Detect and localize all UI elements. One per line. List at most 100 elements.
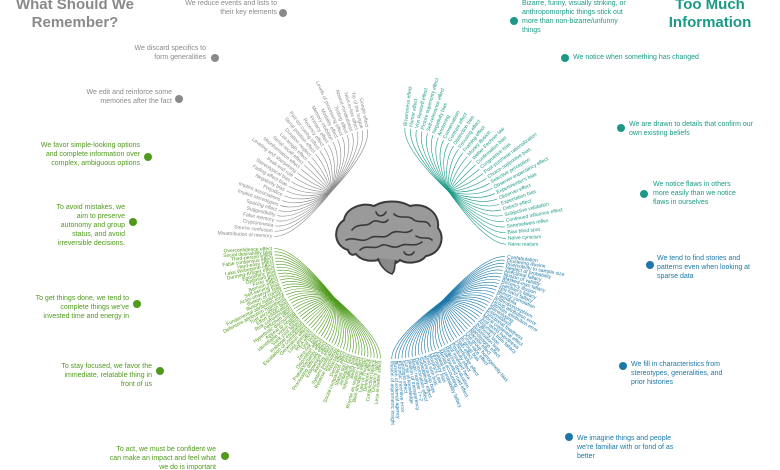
note-dot [211,54,219,62]
branch-line [286,290,334,298]
branch-line [435,137,450,192]
brain-icon [335,200,443,275]
branch-line [294,296,334,309]
bias-label: Source confusion [234,224,273,234]
branch-line [440,300,449,344]
branch-line [448,191,506,233]
branch-line [283,286,335,298]
branch-line [289,294,334,301]
branch-line [274,254,335,298]
branch-line [330,137,345,192]
branch-line [405,300,443,358]
branch-line [414,300,443,357]
branch-line [442,300,480,317]
branch-line [281,191,332,204]
branch-line [274,251,335,298]
note-dot [565,433,573,441]
bias-label: Spotlight effect [399,360,408,394]
bias-label: Semmelweis reflex [506,218,549,230]
branch-line [330,130,363,193]
branch-line [274,191,332,232]
note-info-confirm: We are drawn to details that confirm our… [629,121,753,137]
branch-line [310,297,335,329]
branch-line [315,297,335,333]
title-too-much-information: Too Much Information [668,0,752,31]
note-memory-edit: We edit and reinforce some memories afte… [86,89,172,105]
branch-line [318,297,335,335]
branch-line [319,150,332,192]
branch-line [418,300,443,356]
branch-line [415,129,450,193]
branch-line [437,300,443,347]
branch-line [441,300,468,330]
branch-line [420,131,450,193]
branch-line [287,292,334,298]
bias-label: Extrinsic incentive error [395,360,405,413]
branch-line [448,188,493,195]
bias-label: Social desirability bias [223,249,273,259]
branch-line [304,164,332,193]
branch-line [304,296,335,322]
note-dot [617,124,625,132]
branch-line [274,257,335,298]
note-info-bizarre: Bizarre, funny, visually striking, or an… [522,0,626,34]
branch-line [408,300,443,358]
bias-label: Naive cynicism [508,234,542,241]
branch-line [398,300,443,359]
branch-line [442,300,482,315]
branch-line [275,263,335,298]
branch-line [294,177,332,193]
note-action-avoid-mistakes: To avoid mistakes, we aim to preserve au… [56,204,125,247]
bias-label: Less-is-better effect [374,360,384,405]
branch-line [292,296,334,307]
branch-line [276,191,332,222]
bias-label: Occam's razor [371,360,381,393]
branch-line [330,131,359,193]
note-dot [129,218,137,226]
branch-line [442,300,478,320]
bias-label: Clustering illusion [506,258,546,270]
note-action-simple: We favor simple-looking options and comp… [40,142,140,167]
branch-line [280,191,332,208]
branch-line [448,178,487,193]
bias-label: Third-person effect [231,253,274,263]
branch-line [442,300,485,312]
branch-line [429,300,443,352]
note-dot [640,190,648,198]
branch-line [282,283,335,298]
branch-line [439,300,446,346]
bias-label: Delmore effect [362,358,373,392]
branch-line [448,191,506,245]
branch-line [441,300,455,340]
branch-line [448,191,500,207]
branch-line [435,300,443,349]
branch-line [401,300,443,359]
branch-line [442,300,473,325]
bias-label: Hard-easy effect [237,259,275,271]
branch-line [330,139,342,192]
bias-label: Naive realism [508,241,538,247]
bias-label: Bizarreness effect [403,85,414,126]
bias-label: Curse of knowledge [403,360,415,405]
branch-line [323,297,335,339]
branch-line [448,183,490,193]
bias-label: Bias blind spot [507,227,541,236]
branch-line [323,147,333,192]
branch-line [275,191,332,227]
bias-label: Humor effect [408,98,419,128]
branch-line [426,133,450,192]
branch-line [278,272,335,298]
branch-line [277,191,332,217]
branch-line [281,281,335,298]
branch-line [448,191,498,202]
branch-line [443,142,450,192]
note-action-get-done: To get things done, we tend to complete … [35,295,129,320]
branch-line [328,144,335,192]
bias-label: Google effect [358,98,370,129]
branch-line [448,191,505,228]
branch-line [448,160,472,192]
note-action-focus: To stay focused, we favor the immediate,… [61,363,152,388]
